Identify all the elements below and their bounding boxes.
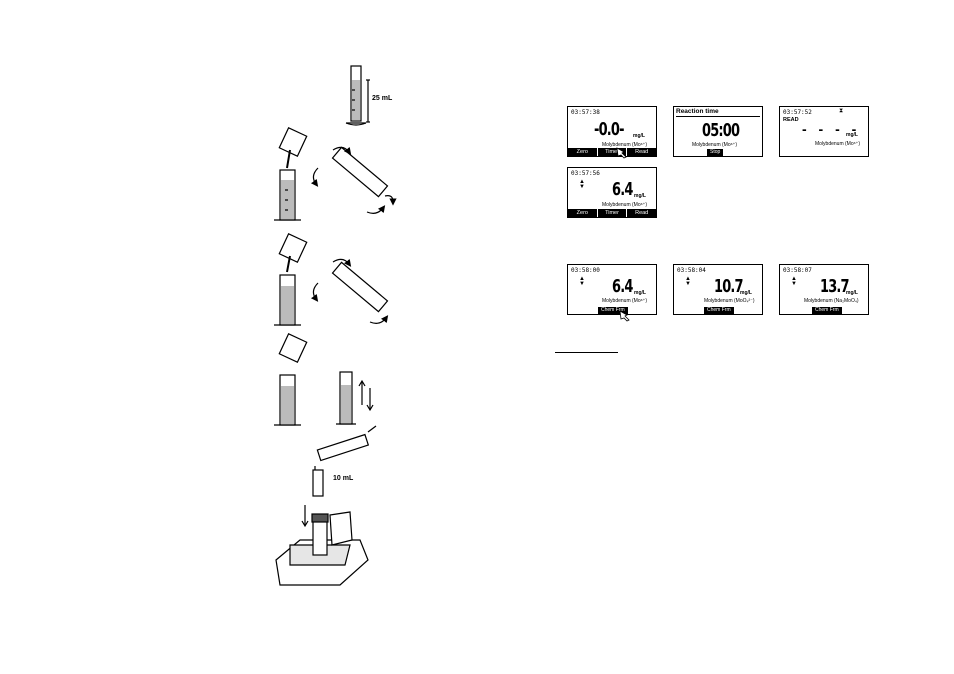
mixing-cylinder-2 [310,258,389,324]
cylinder-upright [336,371,374,425]
meter-screen-chem-form-1: 03:58:00 ▲▼ 6.4 mg/L Molybdenum (Mo⁶⁺) C… [567,264,657,315]
parameter-label: Molybdenum (Mo⁶⁺) [602,142,647,148]
mixing-cylinder-1 [310,146,397,214]
unit-label: mg/L [634,193,646,199]
chem-form-key[interactable]: Chem Frm [704,307,734,314]
read-key[interactable]: Read [635,149,649,155]
reagent-pour-2 [274,233,308,326]
meter-screen-zero: 03:57:38 -0.0- mg/L Molybdenum (Mo⁶⁺) Ze… [567,106,657,157]
reading-value: 6.4 [612,276,633,297]
zero-key[interactable]: Zero [568,209,598,217]
parameter-label: Molybdenum (Mo⁶⁺) [602,202,647,208]
header-divider [676,116,760,117]
unit-label: mg/L [846,132,858,138]
zero-key[interactable]: Zero [568,148,598,156]
clock: 03:58:04 [677,267,706,274]
meter-screen-reaction-time: Reaction time 05:00 Molybdenum (Mo⁶⁺) St… [673,106,763,157]
up-down-arrows-icon: ▲▼ [579,179,585,190]
up-down-arrows-icon: ▲▼ [685,276,691,287]
read-label: READ [783,117,799,123]
chem-form-key[interactable]: Chem Frm [812,307,842,314]
parameter-label: Molybdenum (Mo⁶⁺) [602,298,647,304]
reading-value: 13.7 [820,276,850,297]
softkey-bar: Zero Timer Read [568,148,656,156]
meter-screen-result: 03:57:56 ▲▼ 6.4 mg/L Molybdenum (Mo⁶⁺) Z… [567,167,657,218]
softkey-bar: Zero Timer Read [568,209,656,217]
clock: 03:57:38 [571,109,600,116]
pouring-cylinder [316,425,377,462]
reagent-pour-1 [274,127,308,221]
stop-key[interactable]: Stop [707,149,724,156]
volume-label-10: 10 mL [333,475,354,482]
graduated-cylinder-25ml [345,65,370,126]
unit-label: mg/L [633,133,645,139]
clock: 03:58:00 [571,267,600,274]
clock: 03:58:07 [783,267,812,274]
section-rule [555,352,618,353]
reagent-pour-3 [274,333,308,426]
meter-screen-chem-form-2: 03:58:04 ▲▼ 10.7 mg/L Molybdenum (MoO₄²⁻… [673,264,763,315]
parameter-label: Molybdenum (Mo⁶⁺) [692,142,737,148]
unit-label: mg/L [846,290,858,296]
timer-key[interactable]: Timer [598,209,628,217]
hourglass-icon: ⧗ [839,108,844,114]
pointer-hand-icon [619,310,630,322]
volume-label-25: 25 mL [372,95,393,102]
parameter-label: Molybdenum (Mo⁶⁺) [815,141,860,147]
meter-screen-chem-form-3: 03:58:07 ▲▼ 13.7 mg/L Molybdenum (Na₂MoO… [779,264,869,315]
chem-form-key[interactable]: Chem Frm [598,307,628,314]
pointer-hand-icon [616,147,627,159]
reading-value: -0.0- [594,119,625,140]
parameter-label: Molybdenum (Na₂MoO₄) [804,298,859,304]
reading-dashes: - - - - [802,121,861,137]
meter-screen-read: 03:57:52 ⧗ READ - - - - mg/L Molybdenum … [779,106,869,157]
unit-label: mg/L [634,290,646,296]
clock: 03:57:52 [783,109,812,116]
screen-header: Reaction time [676,108,719,115]
countdown-value: 05:00 [702,120,740,141]
read-key[interactable]: Read [635,210,649,216]
unit-label: mg/L [740,290,752,296]
reading-value: 6.4 [612,179,633,200]
sample-vial [312,466,324,497]
meter-with-vial [275,505,369,586]
timer-key[interactable]: Timer [598,148,628,156]
up-down-arrows-icon: ▲▼ [791,276,797,287]
clock: 03:57:56 [571,170,600,177]
reading-value: 10.7 [714,276,744,297]
up-down-arrows-icon: ▲▼ [579,276,585,287]
parameter-label: Molybdenum (MoO₄²⁻) [704,298,755,304]
